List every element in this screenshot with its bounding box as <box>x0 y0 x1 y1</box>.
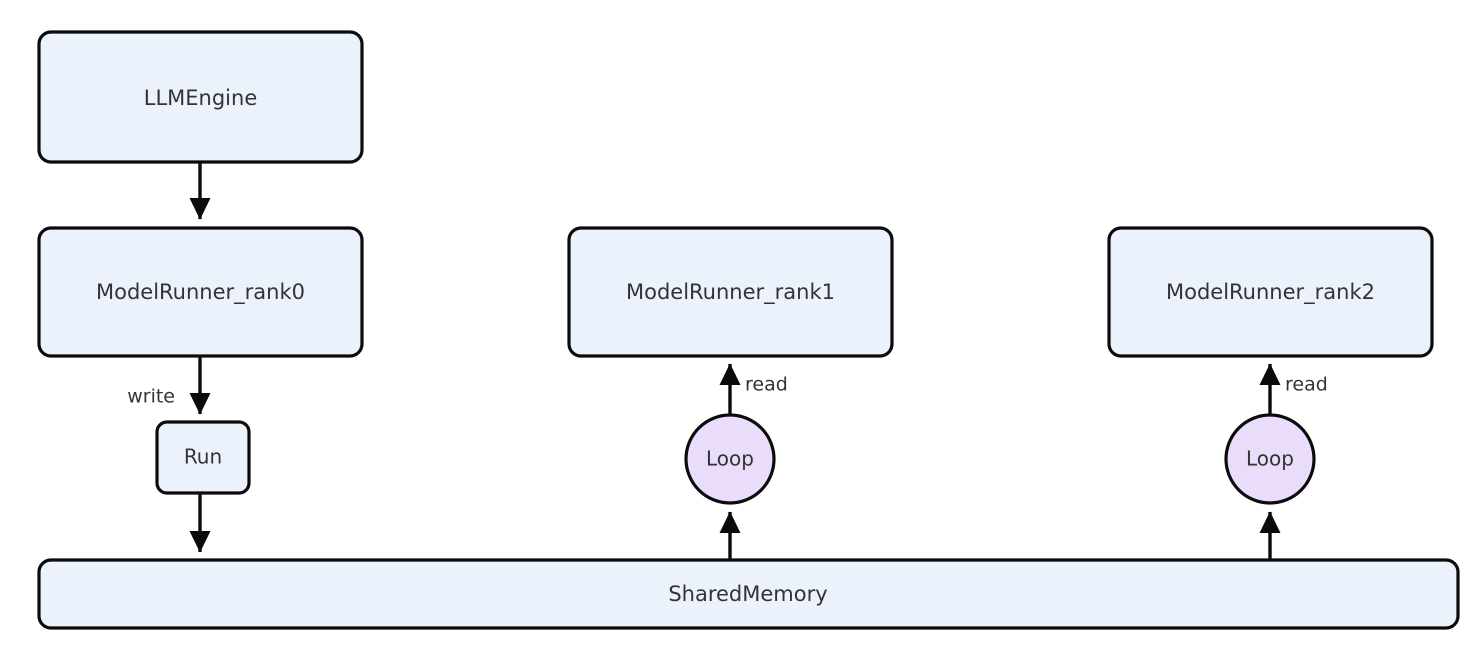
node-loop-rank1[interactable]: Loop <box>684 413 776 505</box>
node-loop-rank2[interactable]: Loop <box>1224 413 1316 505</box>
node-modelrunner-rank1-shape[interactable] <box>567 226 894 358</box>
edge-modelrunner-rank0-to-run: write <box>127 356 211 415</box>
node-loop-rank1-shape[interactable] <box>684 413 776 505</box>
edge-label-write: write <box>127 386 175 408</box>
edge-loop-rank1-to-modelrunner-rank1: read <box>719 363 788 414</box>
node-modelrunner-rank2[interactable]: ModelRunner_rank2 <box>1107 226 1434 358</box>
edge-label-read-rank1: read <box>745 374 788 396</box>
node-modelrunner-rank2-shape[interactable] <box>1107 226 1434 358</box>
node-run[interactable]: Run <box>155 420 251 495</box>
node-modelrunner-rank0-shape[interactable] <box>37 226 364 358</box>
node-llmengine-shape[interactable] <box>37 30 364 164</box>
edge-label-read-rank2: read <box>1285 374 1328 396</box>
node-sharedmemory-shape[interactable] <box>37 558 1460 630</box>
node-sharedmemory[interactable]: SharedMemory <box>37 558 1460 630</box>
edge-loop-rank2-to-modelrunner-rank2: read <box>1259 363 1328 414</box>
node-modelrunner-rank1[interactable]: ModelRunner_rank1 <box>567 226 894 358</box>
node-modelrunner-rank0[interactable]: ModelRunner_rank0 <box>37 226 364 358</box>
node-llmengine[interactable]: LLMEngine <box>37 30 364 164</box>
node-run-shape[interactable] <box>155 420 251 495</box>
node-loop-rank2-shape[interactable] <box>1224 413 1316 505</box>
